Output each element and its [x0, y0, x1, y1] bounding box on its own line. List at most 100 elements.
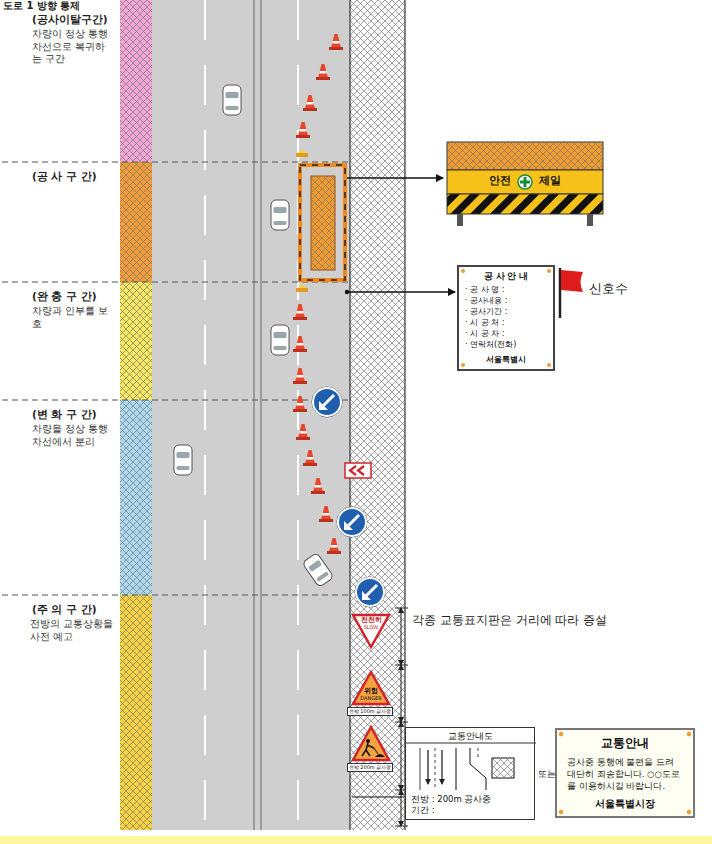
notice-text: 공사중 통행에 불편을 드려 대단히 죄송합니다. ○○도로를 이용하시길 바랍…: [567, 756, 683, 792]
car: [302, 553, 334, 588]
chevron-sign: [350, 466, 356, 475]
zone-heading: (변 화 구 간): [32, 408, 118, 421]
zone-note: 차량이 정상 통행차선으로 복귀하는 구간: [32, 28, 112, 66]
notice-text: · 공사내용 :: [465, 295, 547, 306]
signal-flag: [560, 268, 583, 318]
zone-heading: (완 충 구 간): [32, 290, 118, 303]
measure: 위험: [364, 687, 378, 695]
traffic-cone: [303, 450, 317, 466]
zone-separator: [2, 282, 350, 283]
notice-text: · 연락처(전화): [465, 339, 547, 350]
or-text: 또는: [538, 769, 556, 780]
zone-note: 차량을 정상 통행 차선에서 분리: [32, 423, 110, 448]
zone-heading: (공사이탈구간): [32, 13, 118, 26]
traffic-notice-board-shape: [559, 732, 563, 736]
danger-sign: 위험DANGER: [352, 671, 390, 705]
guide-map-board-shape: [478, 748, 479, 758]
distance-marker: [401, 665, 402, 722]
guide-map-board-shape: [492, 758, 514, 778]
traffic-notice-board-shape: [687, 810, 691, 814]
distance-marker: [395, 608, 408, 609]
notice-board-shape: [547, 363, 551, 367]
car: [174, 85, 334, 587]
guide-map-board-shape: [435, 748, 436, 790]
direction-sign: [337, 507, 367, 537]
worker-sign: [366, 739, 370, 743]
direction-sign: [312, 387, 342, 417]
danger-sign-shape: [353, 672, 389, 704]
worker-sign: [362, 743, 374, 756]
distance-marker: [395, 722, 408, 723]
traffic-cone: [316, 64, 330, 80]
zone-bands: [120, 0, 152, 830]
worker-sign: [353, 727, 389, 760]
road: [260, 0, 262, 830]
road: [204, 0, 206, 830]
safety-board-shape: [447, 170, 603, 194]
road: [152, 0, 350, 830]
worker-sign: [374, 748, 378, 754]
notice-text: · 시 공 처 :: [465, 317, 547, 328]
guide-map-board-shape: [406, 743, 536, 744]
leader-line: [347, 291, 455, 292]
car: [223, 85, 241, 115]
signal-flag: [559, 268, 562, 318]
worker-sign: [375, 754, 385, 757]
sign-plate: 전방 200m 공사중: [347, 763, 393, 772]
traffic-cone: [293, 368, 307, 384]
traffic-cone: [293, 34, 343, 554]
car: [271, 200, 289, 230]
traffic-cone: [293, 396, 307, 412]
board-text: 제일: [539, 175, 561, 188]
guide-map-board-shape: [492, 758, 514, 778]
work-area: [300, 165, 345, 280]
guide-map-board-shape: [470, 748, 486, 790]
distance-marker: [401, 722, 402, 790]
distance-marker: [401, 608, 402, 665]
road: [253, 0, 255, 830]
traffic-cone: [293, 304, 307, 320]
zone-separator: [2, 162, 350, 163]
sign-text: 천천히: [352, 617, 390, 624]
leader-line: [345, 178, 455, 797]
safety-board-shape: [445, 140, 605, 228]
safety-board-shape: [587, 214, 593, 226]
sign-text: DANGER: [352, 696, 390, 702]
bottom-bar: [0, 836, 712, 844]
notice-board: 공 사 안 내· 공 사 명 :· 공사내용 :· 공사기간 :· 시 공 처 …: [457, 265, 555, 371]
notice-board-shape: [461, 269, 465, 273]
sign-text: SLOW: [352, 625, 390, 631]
safety-board-shape: [447, 142, 603, 170]
leader-line: [347, 177, 443, 178]
traffic-cone: [296, 424, 310, 440]
notice-text: 서울특별시장: [567, 798, 683, 810]
diagram-title: 도로 1 방향 통제: [3, 0, 80, 11]
guide-map-board: 교통안내도전방 : 200m 공사중기간 :: [405, 727, 535, 820]
slow-sign-shape: [353, 615, 389, 647]
zone-bands: [120, 0, 152, 830]
sidewalk: [349, 0, 350, 830]
traffic-cone: [303, 95, 317, 111]
measure: SLOW: [364, 624, 379, 630]
traffic-cone: [296, 122, 310, 138]
notice-text: · 공사기간 :: [465, 306, 547, 317]
safety-board-shape: [447, 142, 603, 170]
board-text: 안전: [489, 175, 511, 188]
notice-text: 교통안내: [567, 736, 683, 751]
warning-lamp: [296, 150, 308, 158]
sidewalk: [404, 0, 405, 830]
direction-sign: [355, 577, 385, 607]
sign-plate: 전방 100m 공사중: [347, 707, 393, 716]
traffic-notice-board: 교통안내공사중 통행에 불편을 드려 대단히 죄송합니다. ○○도로를 이용하시…: [555, 728, 695, 818]
traffic-cone: [319, 506, 333, 522]
guide-text: 기간 :: [411, 805, 529, 816]
sidewalk: [350, 0, 405, 830]
sign-note: 각종 교통표지판은 거리에 따라 증설: [412, 613, 607, 628]
sign-text: 위험: [352, 688, 390, 695]
guide-map-board-shape: [427, 750, 428, 784]
chevron-sign: [345, 463, 371, 478]
guide-map-board-shape: [441, 750, 442, 784]
notice-board-shape: [461, 363, 465, 367]
leader-line: [352, 797, 404, 798]
